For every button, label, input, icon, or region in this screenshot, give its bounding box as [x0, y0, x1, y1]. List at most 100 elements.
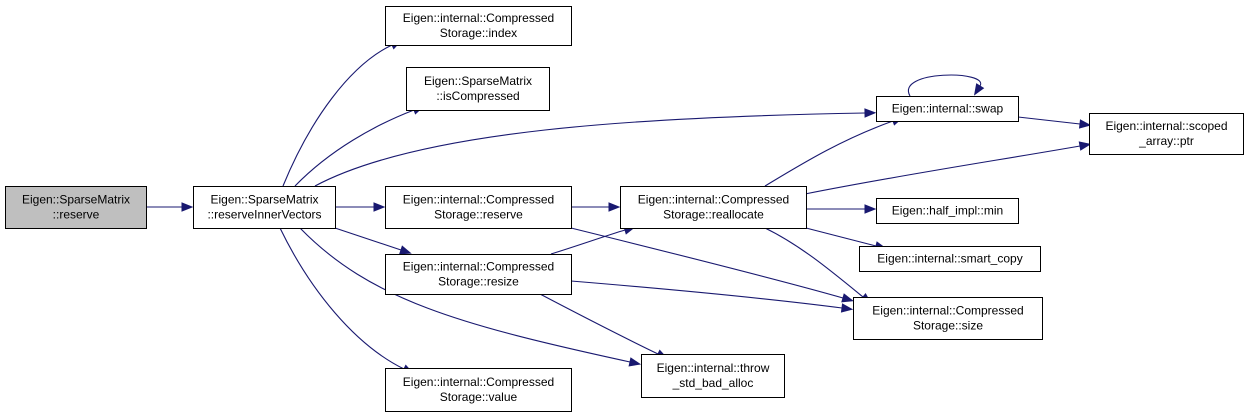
node-label: Eigen::internal::Compressed	[403, 193, 554, 207]
node-csReserve[interactable]: Eigen::internal::CompressedStorage::rese…	[385, 186, 572, 229]
arrowhead-icon	[1078, 119, 1092, 129]
edge-line	[550, 229, 626, 255]
edge-reallocate-to-min	[806, 204, 877, 214]
node-throwBad[interactable]: Eigen::internal::throw_std_bad_alloc	[641, 354, 785, 398]
node-label: Eigen::internal::Compressed	[403, 260, 554, 274]
arrowhead-icon	[399, 245, 412, 255]
node-min[interactable]: Eigen::half_impl::min	[876, 198, 1019, 224]
node-label: Eigen::internal::scoped	[1105, 119, 1227, 133]
edge-reallocate-to-swap	[764, 116, 904, 187]
node-label: Eigen::half_impl::min	[892, 204, 1003, 218]
node-label: Eigen::SparseMatrix	[210, 193, 318, 207]
arrowhead-icon	[864, 108, 877, 118]
node-label: Storage::index	[440, 26, 517, 40]
edges-layer	[146, 40, 1092, 374]
edge-csReserve-to-reallocate	[571, 202, 621, 212]
edge-line	[1017, 116, 1081, 125]
nodes-layer: Eigen::SparseMatrix::reserveEigen::Spars…	[5, 6, 1244, 412]
node-label: Eigen::internal::Compressed	[638, 193, 789, 207]
node-csValue[interactable]: Eigen::internal::CompressedStorage::valu…	[385, 368, 572, 412]
node-box	[385, 254, 572, 295]
node-label: ::reserve	[53, 208, 100, 222]
node-label: _std_bad_alloc	[672, 376, 754, 390]
edge-line	[805, 227, 877, 247]
arrowhead-icon	[608, 202, 621, 212]
arrowhead-icon	[864, 204, 877, 214]
node-reserveInner[interactable]: Eigen::SparseMatrix::reserveInnerVectors	[193, 186, 336, 229]
node-label: Storage::resize	[438, 275, 519, 289]
node-smartCopy[interactable]: Eigen::internal::smart_copy	[859, 246, 1041, 272]
arrowhead-icon	[1078, 141, 1092, 151]
node-label: Eigen::SparseMatrix	[22, 193, 130, 207]
node-box	[876, 198, 1019, 224]
edge-line	[764, 227, 864, 298]
edge-line	[282, 44, 393, 187]
node-label: Eigen::internal::Compressed	[403, 375, 554, 389]
arrowhead-icon	[973, 83, 985, 96]
node-box	[859, 246, 1041, 272]
node-label: Eigen::internal::swap	[892, 102, 1004, 116]
node-label: Storage::reallocate	[663, 208, 764, 222]
node-box	[876, 96, 1019, 122]
edge-reallocate-to-csSize	[764, 227, 872, 305]
arrowhead-icon	[181, 202, 194, 212]
node-box	[193, 186, 336, 229]
edge-line	[314, 112, 866, 187]
node-box	[620, 186, 807, 229]
edge-line	[334, 227, 402, 251]
edge-csResize-to-throwBad	[539, 293, 669, 359]
edge-reserveInner-to-throwBad	[299, 227, 642, 367]
edge-line	[539, 293, 659, 355]
edge-line	[804, 145, 1081, 195]
edge-csResize-to-csSize	[570, 280, 854, 313]
node-label: Eigen::internal::Compressed	[872, 304, 1023, 318]
node-index[interactable]: Eigen::internal::CompressedStorage::inde…	[385, 6, 572, 46]
edge-swap-to-swap	[907, 74, 985, 97]
node-label: Eigen::SparseMatrix	[424, 74, 532, 88]
edge-reserveInner-to-csResize	[334, 227, 412, 255]
arrowhead-icon	[841, 293, 854, 303]
node-box	[385, 368, 572, 412]
edge-line	[907, 74, 981, 97]
arrowhead-icon	[628, 357, 642, 367]
edge-line	[294, 109, 415, 187]
edge-line	[279, 227, 405, 370]
edge-line	[299, 227, 631, 363]
node-label: Eigen::internal::throw	[657, 361, 770, 375]
node-reallocate[interactable]: Eigen::internal::CompressedStorage::real…	[620, 186, 807, 229]
node-label: _array::ptr	[1138, 134, 1194, 148]
node-box	[641, 354, 785, 398]
node-csResize[interactable]: Eigen::internal::CompressedStorage::resi…	[385, 254, 572, 295]
edge-csReserve-to-csSize	[570, 227, 854, 303]
node-label: ::isCompressed	[436, 89, 519, 103]
edge-reserveInner-to-csValue	[279, 227, 415, 374]
edge-reserve-to-reserveInner	[146, 202, 194, 212]
edge-csResize-to-reallocate	[550, 225, 636, 255]
node-box	[385, 6, 572, 46]
node-box	[385, 186, 572, 229]
node-label: Eigen::internal::Compressed	[403, 11, 554, 25]
edge-swap-to-ptr	[1017, 116, 1092, 129]
node-swap[interactable]: Eigen::internal::swap	[876, 96, 1019, 122]
node-label: Storage::size	[913, 319, 983, 333]
edge-reserveInner-to-isCompressed	[294, 105, 425, 187]
node-label: Eigen::internal::smart_copy	[877, 252, 1022, 266]
edge-reallocate-to-ptr	[804, 141, 1092, 195]
node-reserve[interactable]: Eigen::SparseMatrix::reserve	[5, 186, 147, 229]
node-box	[1089, 113, 1244, 155]
edge-reserveInner-to-swap	[314, 108, 877, 187]
node-label: Storage::reserve	[434, 208, 523, 222]
arrowhead-icon	[840, 303, 854, 313]
edge-reserveInner-to-csReserve	[335, 202, 386, 212]
edge-line	[764, 120, 894, 187]
arrowhead-icon	[373, 202, 386, 212]
edge-line	[570, 227, 844, 299]
node-box	[5, 186, 147, 229]
node-box	[853, 297, 1043, 340]
node-isCompressed[interactable]: Eigen::SparseMatrix::isCompressed	[406, 67, 550, 111]
node-label: Storage::value	[440, 390, 518, 404]
edge-reserveInner-to-index	[282, 40, 403, 187]
node-ptr[interactable]: Eigen::internal::scoped_array::ptr	[1089, 113, 1244, 155]
